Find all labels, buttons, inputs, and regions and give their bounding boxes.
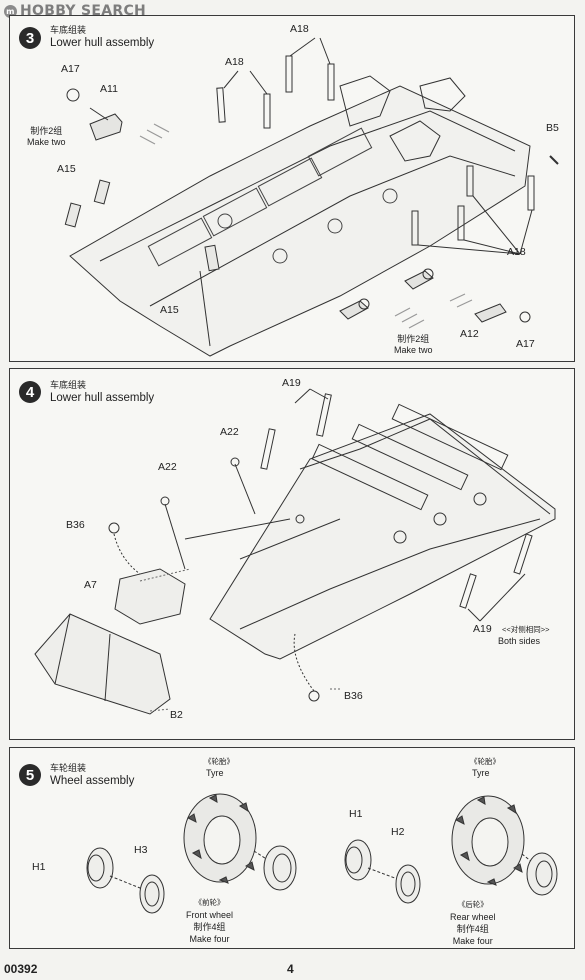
page-number: 4 <box>287 962 294 976</box>
label-front-en: Front wheel <box>186 910 234 920</box>
label-rear-make-en: Make four <box>452 936 493 946</box>
step-3-title-cn: 车底组装 <box>50 25 87 35</box>
label-b36-top: B36 <box>66 519 85 531</box>
step-4-drawing <box>34 388 556 715</box>
part-a17-a11 <box>66 88 123 141</box>
label-front-make-cn: 制作4组 <box>193 922 226 932</box>
label-tyre-right-en: Tyre <box>472 768 490 778</box>
label-a19-top: A19 <box>282 377 301 389</box>
assembly-arrows <box>139 123 473 329</box>
step-5-title-en: Wheel assembly <box>50 775 135 787</box>
step-4-title-cn: 车底组装 <box>50 380 87 390</box>
make-two-left-cn: 制作2组 <box>30 126 63 136</box>
label-a18-mid: A18 <box>225 56 244 68</box>
label-tyre-left-cn: 《轮胎》 <box>204 757 234 766</box>
make-two-left-en: Make two <box>27 137 66 147</box>
step-5-title: 车轮组装 Wheel assembly <box>50 762 134 788</box>
step-5-title-cn: 车轮组装 <box>50 763 87 773</box>
shock-absorbers-a19 <box>260 388 533 622</box>
label-rear-en: Rear wheel <box>450 912 496 922</box>
front-tyre <box>183 793 257 884</box>
steering-linkage-a22 <box>160 457 341 570</box>
front-hub-h1 <box>86 847 114 889</box>
label-front-make-en: Make four <box>189 934 230 944</box>
front-hub-h3 <box>139 874 165 914</box>
label-a19-bot: A19 <box>473 623 492 635</box>
label-a11: A11 <box>100 83 118 95</box>
rear-wheel-caption: 《后轮》 Rear wheel 制作4组 Make four <box>450 898 496 947</box>
label-b5: B5 <box>546 122 559 134</box>
hull-sponson <box>299 418 551 515</box>
label-h1-left: H1 <box>32 861 46 873</box>
links-lower <box>339 268 531 323</box>
rear-hub-h2 <box>395 864 421 904</box>
label-a12: A12 <box>460 328 479 340</box>
rear-tyre <box>451 795 525 886</box>
label-h3: H3 <box>134 844 148 856</box>
step-4-title: 车底组装 Lower hull assembly <box>50 379 154 405</box>
shock-absorbers-a18 <box>216 37 535 255</box>
label-rear-make-cn: 制作4组 <box>456 924 489 934</box>
label-b36-bot: B36 <box>344 690 363 702</box>
suspension-arms <box>339 75 466 162</box>
make-two-right-en: Make two <box>394 345 433 355</box>
part-b36 <box>108 522 320 702</box>
hull-edge <box>199 270 211 347</box>
step-3-number: 3 <box>19 27 41 49</box>
step-4-title-en: Lower hull assembly <box>50 392 155 404</box>
part-a15 <box>64 179 220 272</box>
label-tyre-left-en: Tyre <box>206 768 224 778</box>
step-3-drawing <box>64 37 559 357</box>
front-rim <box>263 845 297 891</box>
watermark-badge: m <box>4 4 17 18</box>
part-b5 <box>549 155 559 165</box>
step-3-title-en: Lower hull assembly <box>50 37 155 49</box>
hull-inner-frame <box>99 110 516 262</box>
front-plate-b2 <box>34 613 171 715</box>
rear-rim <box>526 852 558 896</box>
label-a22-mid: A22 <box>158 461 177 473</box>
make-two-right: 制作2组 Make two <box>394 334 433 356</box>
leader-lines-4 <box>139 568 342 712</box>
step-5-panel: 5 车轮组装 Wheel assembly <box>9 747 575 949</box>
label-a18-right: A18 <box>507 246 526 258</box>
label-front-cn: 《前轮》 <box>194 898 225 907</box>
step-3-panel: 3 车底组装 Lower hull assembly <box>9 15 575 362</box>
label-b2: B2 <box>170 709 183 721</box>
torsion-bars-4 <box>311 403 509 544</box>
product-code: 00392 <box>4 962 38 976</box>
step-3-title: 车底组装 Lower hull assembly <box>50 24 154 50</box>
front-wheel-caption: 《前轮》 Front wheel 制作4组 Make four <box>186 896 233 945</box>
label-a7: A7 <box>84 579 97 591</box>
label-h2: H2 <box>391 826 405 838</box>
step-4-number: 4 <box>19 381 41 403</box>
part-a7 <box>114 568 186 625</box>
step-5-number: 5 <box>19 764 41 786</box>
label-a18-top: A18 <box>290 23 309 35</box>
label-both-sides-cn: <<对侧相同>> <box>502 625 550 634</box>
label-a15-top: A15 <box>57 163 76 175</box>
label-a15-bot: A15 <box>160 304 179 316</box>
label-tyre-right-cn: 《轮胎》 <box>470 757 500 766</box>
label-a17-left: A17 <box>61 63 80 75</box>
step-4-panel: 4 车底组装 Lower hull assembly <box>9 368 575 740</box>
label-rear-cn: 《后轮》 <box>457 900 488 909</box>
label-a17-right: A17 <box>516 338 535 350</box>
torsion-bars <box>147 127 398 267</box>
label-both-sides-en: Both sides <box>498 636 541 646</box>
hull-lower <box>69 85 531 357</box>
label-h1-right: H1 <box>349 808 363 820</box>
make-two-right-cn: 制作2组 <box>397 334 430 344</box>
step-5-drawing <box>86 793 558 914</box>
label-a22-top: A22 <box>220 426 239 438</box>
hull-floor-line <box>239 518 541 630</box>
make-two-left: 制作2组 Make two <box>27 126 66 148</box>
rear-hub-h1 <box>344 839 372 881</box>
hull-lower-4 <box>209 413 556 660</box>
